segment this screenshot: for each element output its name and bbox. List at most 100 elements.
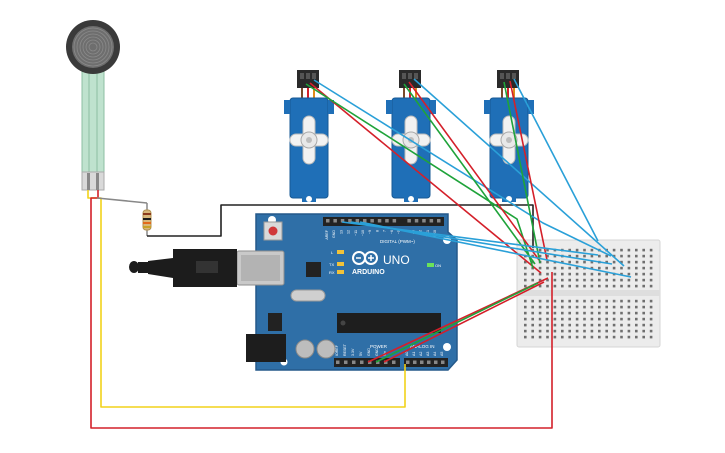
breadboard-hole[interactable] [635, 299, 638, 303]
breadboard-hole[interactable] [575, 323, 579, 327]
breadboard-hole[interactable] [553, 272, 557, 276]
breadboard-hole[interactable] [605, 299, 608, 303]
breadboard-hole[interactable] [538, 317, 542, 321]
breadboard-hole[interactable] [524, 317, 527, 321]
breadboard-hole[interactable] [605, 278, 608, 282]
breadboard-hole[interactable] [620, 305, 623, 309]
breadboard-hole[interactable] [583, 323, 586, 327]
breadboard-hole[interactable] [598, 317, 601, 321]
breadboard-hole[interactable] [575, 329, 579, 333]
breadboard-hole[interactable] [620, 335, 623, 339]
breadboard-hole[interactable] [649, 317, 653, 321]
breadboard-hole[interactable] [531, 305, 534, 309]
breadboard-hole[interactable] [642, 299, 645, 303]
breadboard-hole[interactable] [605, 335, 608, 339]
wire-blue-servo3[interactable] [513, 78, 599, 242]
breadboard-hole[interactable] [561, 305, 564, 309]
breadboard-hole[interactable] [546, 272, 549, 276]
breadboard-hole[interactable] [568, 266, 571, 270]
breadboard-hole[interactable] [531, 299, 534, 303]
breadboard-hole[interactable] [642, 317, 645, 321]
breadboard-hole[interactable] [598, 299, 601, 303]
breadboard-hole[interactable] [553, 323, 557, 327]
header-hole[interactable] [414, 219, 419, 223]
breadboard-hole[interactable] [583, 329, 586, 333]
breadboard-hole[interactable] [598, 311, 601, 315]
breadboard-hole[interactable] [649, 254, 653, 258]
breadboard-hole[interactable] [575, 299, 579, 303]
breadboard-hole[interactable] [531, 323, 534, 327]
header-hole[interactable] [413, 360, 417, 365]
force-sensor[interactable] [66, 20, 120, 191]
breadboard-hole[interactable] [612, 260, 616, 264]
breadboard-hole[interactable] [649, 299, 653, 303]
breadboard-hole[interactable] [575, 272, 579, 276]
breadboard-hole[interactable] [605, 260, 608, 264]
breadboard-hole[interactable] [524, 266, 527, 270]
breadboard-hole[interactable] [583, 272, 586, 276]
breadboard-hole[interactable] [553, 284, 557, 288]
wire-green-servo3[interactable] [503, 81, 541, 264]
header-hole[interactable] [340, 219, 345, 223]
breadboard-hole[interactable] [620, 311, 623, 315]
analog-header[interactable] [404, 358, 448, 367]
breadboard-hole[interactable] [612, 284, 616, 288]
breadboard-hole[interactable] [620, 248, 623, 252]
breadboard-hole[interactable] [575, 248, 579, 252]
breadboard-hole[interactable] [568, 299, 571, 303]
arduino-uno-board[interactable]: ARDUINO UNO DIGITAL (PWM~) POWER ANALOG … [236, 213, 458, 371]
breadboard-hole[interactable] [590, 335, 594, 339]
breadboard-hole[interactable] [635, 329, 638, 333]
breadboard-hole[interactable] [575, 305, 579, 309]
breadboard-hole[interactable] [553, 305, 557, 309]
breadboard-hole[interactable] [605, 284, 608, 288]
breadboard-hole[interactable] [635, 260, 638, 264]
breadboard-hole[interactable] [531, 317, 534, 321]
breadboard-hole[interactable] [575, 311, 579, 315]
breadboard-hole[interactable] [620, 254, 623, 258]
breadboard-hole[interactable] [620, 317, 623, 321]
breadboard-hole[interactable] [649, 335, 653, 339]
breadboard-hole[interactable] [627, 260, 631, 264]
breadboard-hole[interactable] [561, 323, 564, 327]
breadboard-hole[interactable] [538, 329, 542, 333]
breadboard-hole[interactable] [524, 299, 527, 303]
breadboard-hole[interactable] [531, 266, 534, 270]
breadboard-hole[interactable] [583, 311, 586, 315]
breadboard-hole[interactable] [649, 329, 653, 333]
breadboard-hole[interactable] [620, 329, 623, 333]
dc-jack[interactable] [246, 334, 286, 362]
breadboard-hole[interactable] [620, 260, 623, 264]
breadboard-hole[interactable] [635, 266, 638, 270]
breadboard-hole[interactable] [635, 284, 638, 288]
header-hole[interactable] [407, 219, 411, 223]
breadboard-hole[interactable] [620, 299, 623, 303]
breadboard-hole[interactable] [627, 254, 631, 258]
wire-gray-sensor-resistor[interactable] [96, 197, 148, 204]
breadboard-hole[interactable] [649, 248, 653, 252]
breadboard-hole[interactable] [627, 311, 631, 315]
header-hole[interactable] [352, 360, 356, 365]
breadboard-hole[interactable] [627, 266, 631, 270]
breadboard-hole[interactable] [612, 317, 616, 321]
breadboard-hole[interactable] [627, 272, 631, 276]
breadboard-hole[interactable] [546, 329, 549, 333]
breadboard-hole[interactable] [553, 317, 557, 321]
breadboard-hole[interactable] [649, 323, 653, 327]
breadboard-hole[interactable] [546, 260, 549, 264]
breadboard-hole[interactable] [612, 323, 616, 327]
header-hole[interactable] [326, 219, 330, 223]
breadboard-hole[interactable] [575, 335, 579, 339]
breadboard-hole[interactable] [568, 248, 571, 252]
breadboard-hole[interactable] [649, 311, 653, 315]
breadboard-hole[interactable] [568, 335, 571, 339]
breadboard-hole[interactable] [590, 260, 594, 264]
breadboard-hole[interactable] [538, 266, 542, 270]
breadboard-hole[interactable] [546, 266, 549, 270]
breadboard-hole[interactable] [583, 260, 586, 264]
breadboard-hole[interactable] [605, 266, 608, 270]
breadboard-hole[interactable] [568, 284, 571, 288]
header-hole[interactable] [377, 219, 382, 223]
breadboard-hole[interactable] [583, 278, 586, 282]
breadboard-hole[interactable] [649, 266, 653, 270]
